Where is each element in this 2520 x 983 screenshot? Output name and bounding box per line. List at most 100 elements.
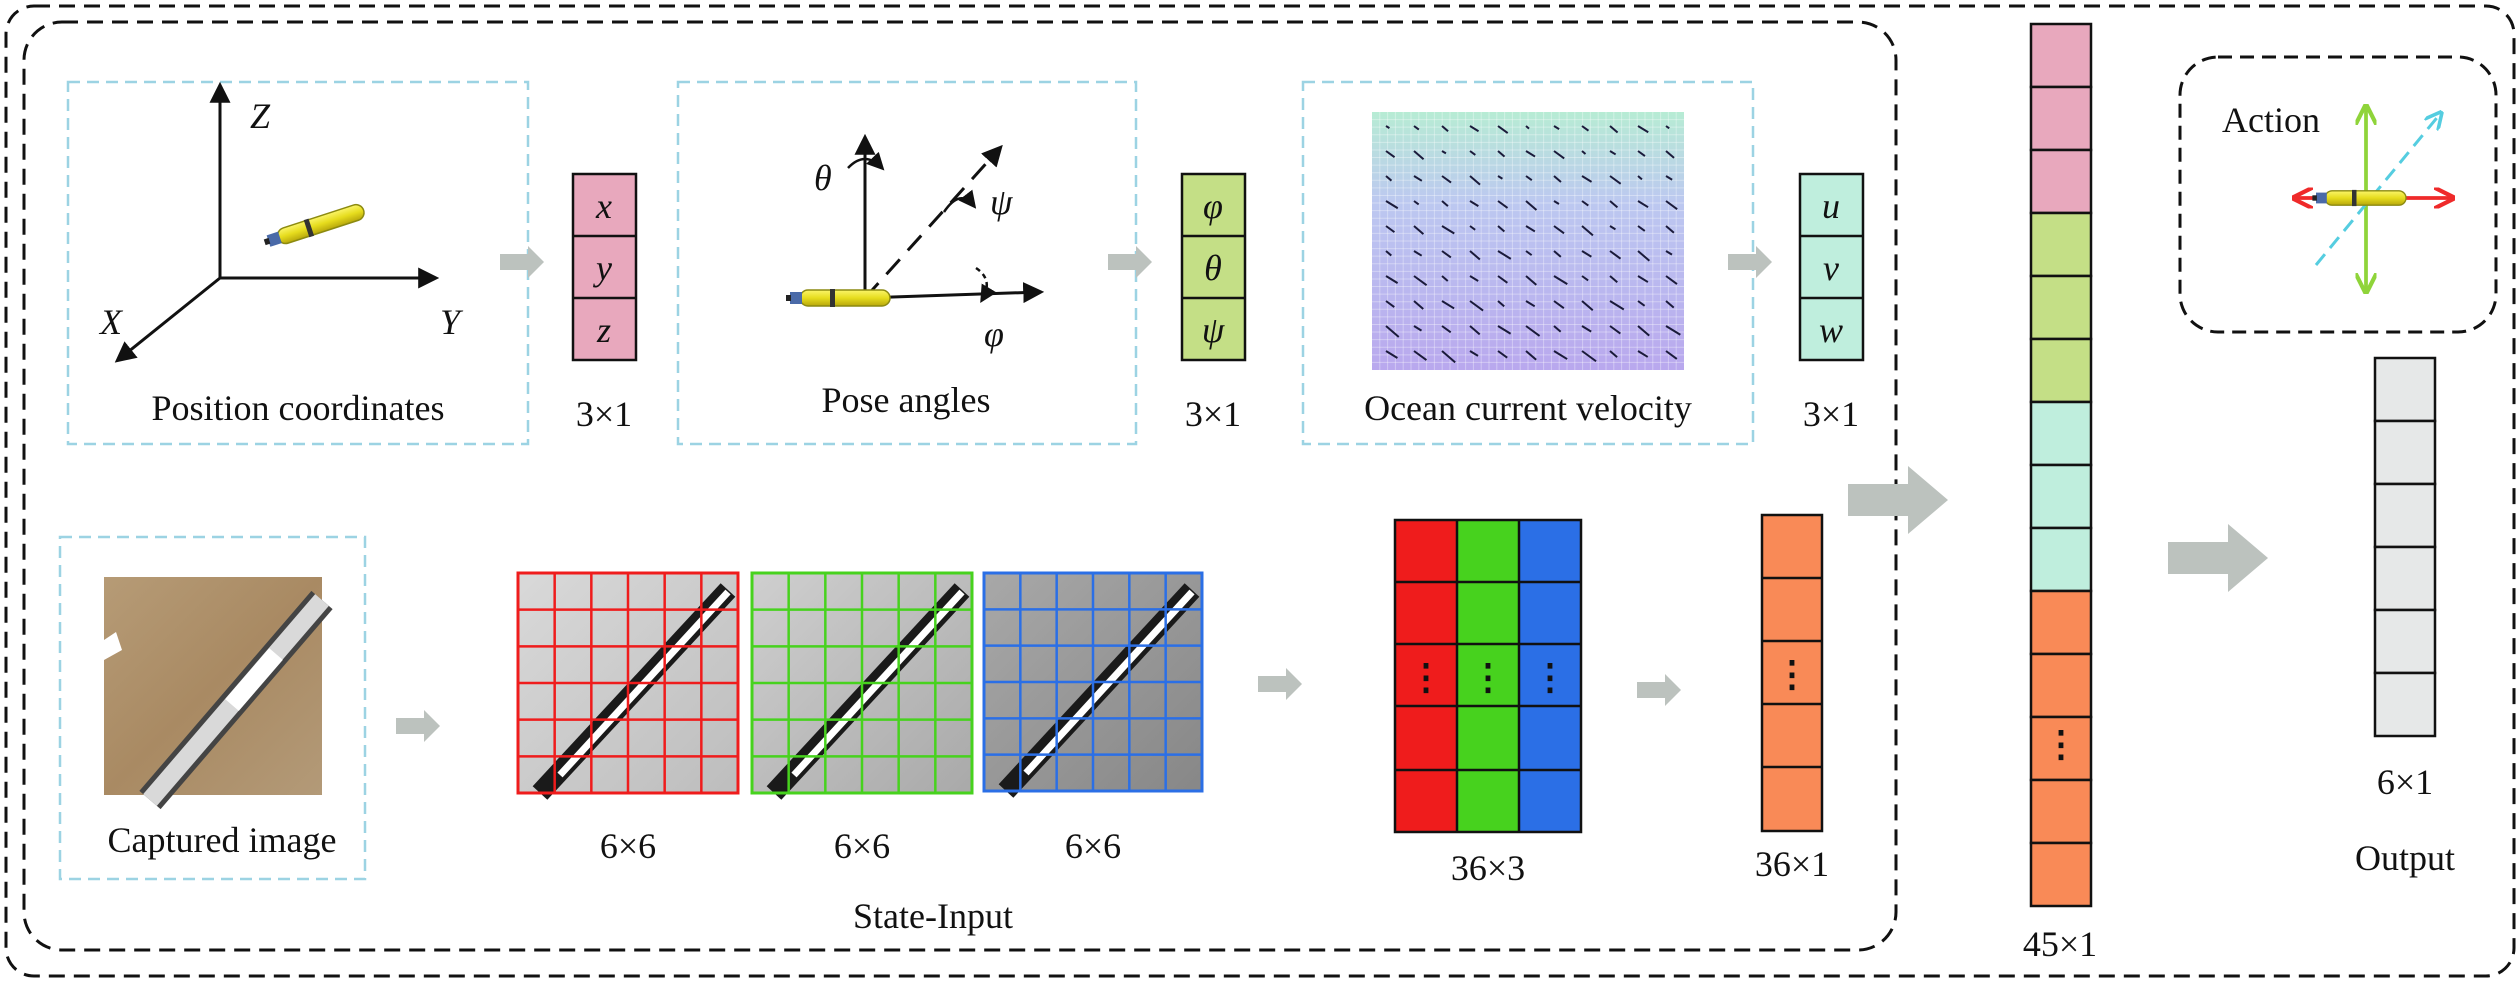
pose-axes-icon <box>847 133 1045 304</box>
current-arrow-mark <box>1553 325 1562 333</box>
current-arrow-mark <box>1525 325 1541 337</box>
current-arrow-mark <box>1497 300 1505 308</box>
state-vector-cell <box>2029 778 2093 845</box>
current-arrow-mark <box>1441 250 1452 259</box>
axis-x-label: X <box>98 302 124 342</box>
current-arrow-mark <box>1553 200 1560 205</box>
vector-cell-v: v <box>1823 248 1839 288</box>
state-vector-size-label: 45×1 <box>2023 924 2097 964</box>
arrow-right-icon <box>500 246 544 278</box>
state-vector-cell <box>2029 400 2093 467</box>
image-title: Captured image <box>108 820 337 860</box>
current-arrow-mark <box>1413 250 1423 257</box>
current-arrow-mark <box>1525 300 1536 308</box>
output-vector-cell <box>2373 671 2437 738</box>
matrix-36x3: ⋮ ⋮ ⋮ <box>1393 518 1583 834</box>
vector-cell-y: y <box>593 248 612 288</box>
red-grid-size: 6×6 <box>600 826 656 866</box>
underwater-vehicle-icon <box>785 288 891 308</box>
axis-z-label: Z <box>250 96 271 136</box>
current-arrow-mark <box>1609 200 1619 209</box>
current-field-grid <box>1372 112 1684 370</box>
current-arrow-mark <box>1413 200 1420 206</box>
current-arrow-mark <box>1385 150 1396 159</box>
image-panel <box>58 535 367 881</box>
current-arrow-mark <box>1637 300 1646 307</box>
current-arrow-mark <box>1385 125 1390 129</box>
output-vector-cell <box>2373 608 2437 675</box>
current-arrow-mark <box>1553 275 1568 286</box>
state-vector-45x1 <box>2029 22 2093 908</box>
arrow-right-icon <box>1108 246 1152 278</box>
current-arrow-mark <box>1413 300 1424 310</box>
current-arrow-mark <box>1637 175 1643 181</box>
current-arrow-mark <box>1609 300 1625 311</box>
state-vector-cell <box>2029 715 2093 782</box>
state-vector-cell <box>2029 841 2093 908</box>
current-arrow-mark <box>1385 200 1399 210</box>
current-arrow-mark <box>1441 150 1447 155</box>
current-arrow-mark <box>1385 325 1400 338</box>
state-vector-cell <box>2029 22 2093 89</box>
psi-label: ψ <box>990 182 1013 222</box>
vector-cell-u: u <box>1822 186 1840 226</box>
state-vector-cell <box>2029 337 2093 404</box>
current-arrow-mark <box>1525 125 1530 130</box>
arrow-right-icon <box>2168 524 2268 592</box>
current-arrow-mark <box>1525 350 1537 361</box>
outer-frame <box>4 4 2516 978</box>
current-arrow-mark <box>1581 300 1594 312</box>
current-arrow-mark <box>1497 125 1509 134</box>
current-size-label: 3×1 <box>1803 394 1859 434</box>
current-arrow-mark <box>1469 175 1481 186</box>
current-arrow-mark <box>1665 225 1675 234</box>
state-vector-cell <box>2029 85 2093 152</box>
state-input-label: State-Input <box>853 896 1013 936</box>
current-arrow-mark <box>1581 175 1593 183</box>
current-arrow-mark <box>1525 175 1533 182</box>
current-arrow-mark <box>1469 125 1480 133</box>
blue-grid-size: 6×6 <box>1065 826 1121 866</box>
state-vector-cell <box>2029 274 2093 341</box>
current-arrow-mark <box>1441 225 1455 235</box>
current-arrow-mark <box>1441 300 1455 310</box>
current-arrow-mark <box>1665 300 1675 309</box>
current-arrow-mark <box>1413 225 1425 235</box>
state-vector-cell <box>2029 463 2093 530</box>
underwater-vehicle-icon <box>261 200 368 252</box>
vector-cell-x: x <box>595 186 612 226</box>
red-channel-grid <box>516 571 740 800</box>
current-arrow-mark <box>1385 250 1392 257</box>
state-vector-cell <box>2029 589 2093 656</box>
position-size-label: 3×1 <box>576 394 632 434</box>
current-vector: u v w <box>1798 172 1865 362</box>
flat-size-label: 36×1 <box>1755 844 1829 884</box>
current-arrow-mark <box>1469 150 1476 156</box>
green-grid-size: 6×6 <box>834 826 890 866</box>
current-arrow-mark <box>1581 150 1587 155</box>
arrow-right-icon <box>1848 466 1948 534</box>
current-arrow-mark <box>1637 325 1650 337</box>
current-arrow-mark <box>1665 175 1673 181</box>
current-arrow-mark <box>1553 250 1562 258</box>
flattened-vector-36x1: ⋮ <box>1760 513 1824 833</box>
current-arrows <box>1385 125 1681 364</box>
pose-title: Pose angles <box>822 380 991 420</box>
current-arrow-mark <box>1469 350 1479 357</box>
current-arrow-mark <box>1497 350 1508 359</box>
action-box <box>2178 55 2498 334</box>
current-arrow-mark <box>1609 250 1622 260</box>
current-arrow-mark <box>1581 275 1589 282</box>
current-arrow-mark <box>1469 250 1481 261</box>
current-arrow-mark <box>1441 350 1456 364</box>
vector-cell-psi: ψ <box>1202 310 1225 350</box>
underwater-vehicle-icon <box>2311 189 2407 207</box>
current-arrow-mark <box>1413 275 1428 286</box>
current-arrow-mark <box>1497 275 1508 284</box>
axis-y-label: Y <box>440 302 464 342</box>
current-arrow-mark <box>1581 225 1594 237</box>
blue-channel-grid <box>982 571 1204 798</box>
current-arrow-mark <box>1637 225 1646 232</box>
current-arrow-mark <box>1497 200 1509 209</box>
